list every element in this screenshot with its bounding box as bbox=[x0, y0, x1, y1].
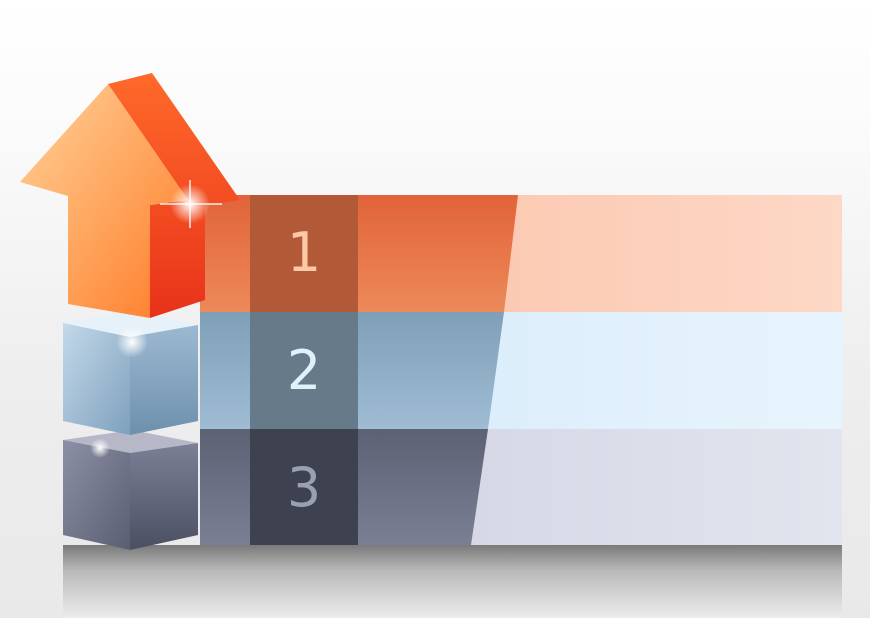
number-column-2 bbox=[250, 312, 358, 429]
cube-icon-3 bbox=[63, 430, 198, 550]
number-column-1 bbox=[250, 195, 358, 312]
arrow-up-icon bbox=[20, 73, 240, 318]
cube-icon-2 bbox=[63, 311, 198, 435]
step-number-3: 3 bbox=[286, 456, 322, 519]
floor-shadow bbox=[63, 545, 842, 618]
number-column-3 bbox=[250, 429, 358, 545]
step-number-1: 1 bbox=[286, 221, 322, 284]
step-number-2: 2 bbox=[286, 339, 322, 402]
